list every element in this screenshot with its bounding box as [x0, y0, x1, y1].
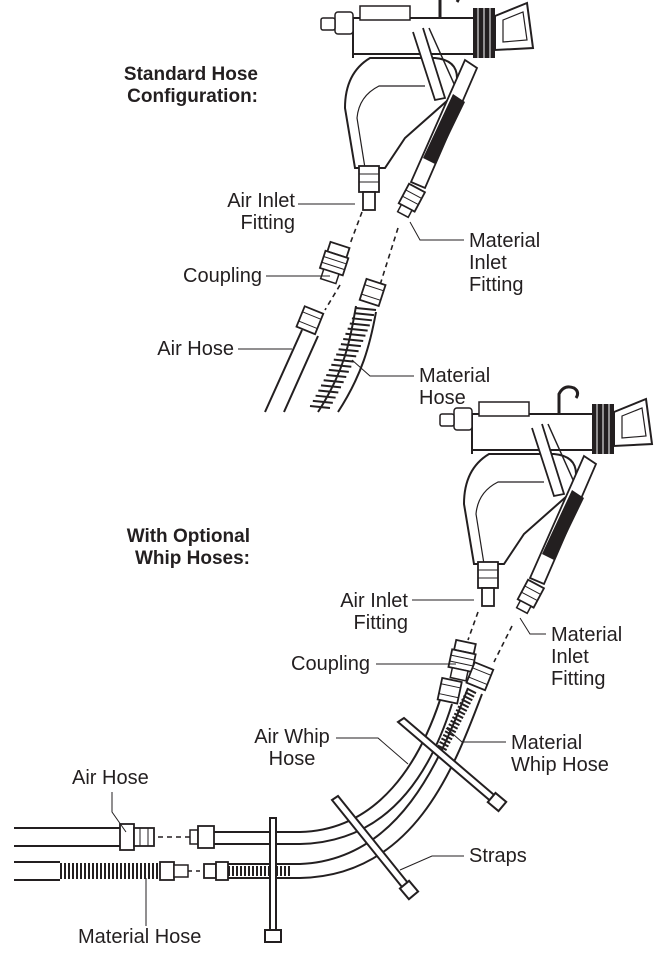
material-hose-line-2: Hose: [419, 387, 466, 409]
air-connection-dash-top: [324, 284, 341, 311]
standard-title-line-1: Standard Hose: [123, 64, 258, 85]
hose-rib: [315, 394, 336, 399]
hose-rib: [349, 322, 370, 327]
material-whip-line-1: Material: [511, 732, 583, 754]
material-connection-dash-top: [379, 227, 399, 286]
hose-rib: [323, 379, 344, 384]
air-whip-line-2: Hose: [268, 748, 316, 770]
label-material-whip-hose: Material Whip Hose: [511, 732, 609, 776]
air-inlet-line-2: Fitting: [240, 212, 295, 234]
hose-rib: [345, 332, 366, 337]
hose-rib: [318, 389, 339, 394]
leader-material-inlet-bottom: [519, 617, 546, 635]
optional-spray-gun: [438, 385, 654, 617]
hose-rib: [351, 317, 373, 322]
leader-air-whip-bottom: [336, 737, 409, 765]
hose-rib: [312, 399, 333, 404]
optional-title-line-1: With Optional: [126, 526, 250, 547]
hose-rib: [331, 363, 352, 368]
label-air-hose-bottom: Air Hose: [72, 767, 149, 789]
leader-air-hose-bottom: [111, 792, 127, 833]
label-coupling-bottom: Coupling: [291, 653, 370, 675]
label-material-hose-bottom: Material Hose: [78, 926, 202, 948]
hose-rib: [328, 368, 349, 373]
hose-rib: [336, 353, 357, 358]
hose-rib: [353, 312, 375, 317]
air-hose-top: [264, 305, 325, 413]
material-hose-bottom: [14, 861, 229, 881]
air-whip-line-1: Air Whip: [254, 726, 330, 748]
label-straps: Straps: [469, 845, 527, 867]
label-material-inlet-fitting-top: Material Inlet Fitting: [469, 230, 540, 296]
hose-rib: [309, 405, 331, 409]
label-material-hose-top: Material Hose: [419, 365, 490, 409]
material-whip-line-2: Whip Hose: [511, 754, 609, 776]
optional-title-line-2: Whip Hoses:: [134, 548, 250, 569]
leader-straps: [399, 855, 464, 871]
label-coupling-top: Coupling: [183, 265, 262, 287]
material-inlet-b-line-2: Inlet: [551, 646, 589, 668]
leader-material-inlet-top: [409, 221, 464, 241]
label-material-inlet-fitting-bottom: Material Inlet Fitting: [551, 624, 622, 690]
coupling-top: [315, 240, 353, 286]
material-whip-hose: [228, 661, 495, 879]
leader-material-hose-top: [351, 359, 414, 377]
hose-rib: [343, 337, 364, 342]
straps: [264, 716, 508, 943]
air-whip-hose: [210, 677, 463, 845]
material-inlet-line-3: Fitting: [469, 274, 524, 296]
standard-title: Standard Hose Configuration:: [124, 64, 258, 108]
coupling-dash-bottom: [467, 611, 479, 641]
hose-rib: [320, 384, 342, 389]
air-inlet-line-1: Air Inlet: [227, 190, 295, 212]
material-inlet-b-line-1: Material: [551, 624, 623, 646]
hose-rib: [338, 348, 359, 353]
material-inlet-line-1: Material: [469, 230, 541, 252]
standard-title-line-2: Configuration:: [127, 86, 258, 107]
material-dash-bottom: [493, 625, 513, 663]
material-inlet-b-line-3: Fitting: [551, 668, 606, 690]
hose-rib: [355, 307, 377, 311]
label-air-inlet-fitting-bottom: Air Inlet Fitting: [340, 590, 408, 634]
air-hose-bottom: [14, 823, 215, 851]
material-hose-top: [309, 278, 387, 413]
material-hose-line-1: Material: [419, 365, 491, 387]
label-air-inlet-fitting-top: Air Inlet Fitting: [227, 190, 295, 234]
air-inlet-b-line-1: Air Inlet: [340, 590, 408, 612]
optional-title: With Optional Whip Hoses:: [127, 526, 250, 570]
hose-rib: [333, 358, 354, 363]
material-inlet-line-2: Inlet: [469, 252, 507, 274]
hose-rib: [347, 327, 368, 332]
hose-rib: [326, 374, 347, 379]
air-inlet-b-line-2: Fitting: [353, 612, 408, 634]
coupling-dash-top: [349, 211, 363, 245]
hose-rib: [340, 343, 362, 348]
label-air-whip-hose: Air Whip Hose: [240, 726, 344, 770]
leader-material-whip-bottom: [445, 727, 506, 743]
label-air-hose-top: Air Hose: [157, 338, 234, 360]
standard-spray-gun: [319, 0, 535, 221]
